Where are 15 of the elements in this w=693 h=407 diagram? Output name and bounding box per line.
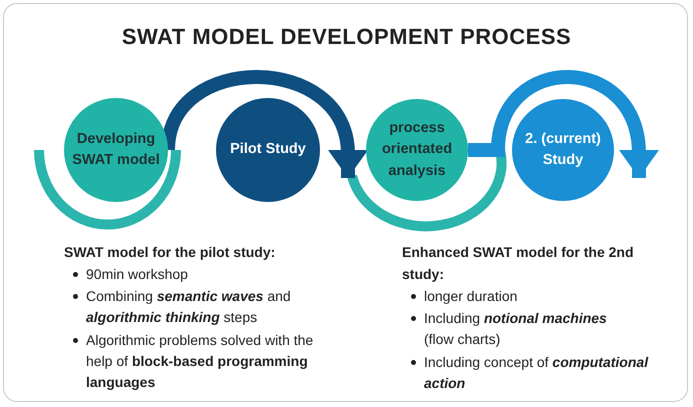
- section-heading: SWAT model for the pilot study:: [64, 243, 276, 262]
- bullet-item: Including concept of computational action: [410, 352, 664, 394]
- bullet-item: Algorithmic problems solved with the help of block-based programming languages: [72, 330, 316, 393]
- curved-arrow: [468, 70, 659, 178]
- section-heading: Enhanced SWAT model for the 2nd study:: [402, 243, 635, 284]
- step-label: 2. (current) Study: [524, 130, 602, 170]
- step-label: Pilot Study: [229, 140, 307, 160]
- bullet-item: 90min workshop: [72, 264, 356, 285]
- title: SWAT MODEL DEVELOPMENT PROCESS: [120, 24, 572, 50]
- bullet-item: longer duration: [410, 286, 664, 307]
- step-label: process orientated analysis: [380, 119, 454, 180]
- curved-arrow: [161, 70, 368, 178]
- step-label: Developing SWAT model: [71, 130, 161, 170]
- bullet-item: Combining semantic waves and algorithmic thinking steps: [72, 286, 356, 328]
- bullet-item: Including notional machines (flow charts): [410, 308, 624, 350]
